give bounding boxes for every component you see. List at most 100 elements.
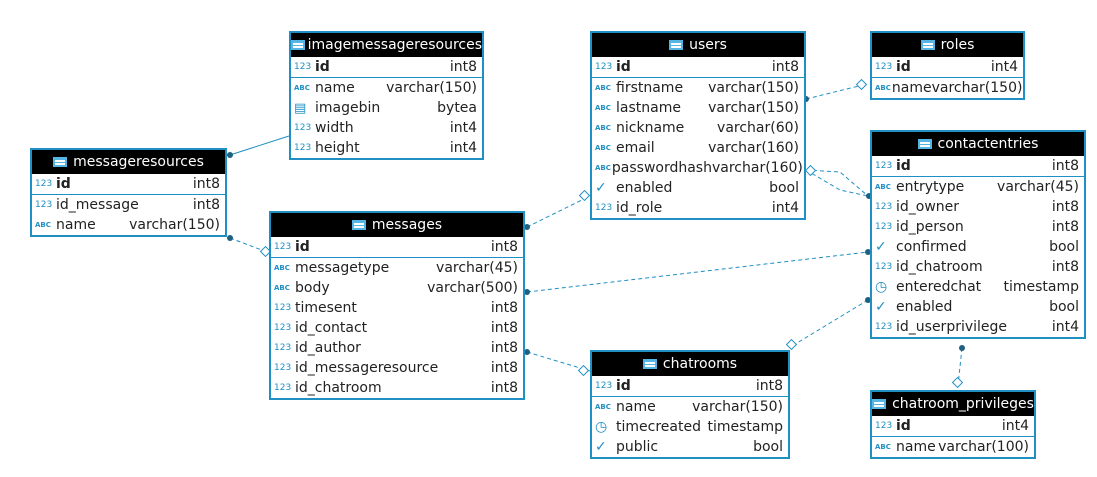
table-icon <box>917 139 932 149</box>
timestamp-type-icon: ◷ <box>595 419 608 435</box>
table-header[interactable]: chatroom_privileges <box>872 392 1034 416</box>
column-type: bytea <box>437 100 477 116</box>
binary-type-icon: ▤ <box>294 100 307 116</box>
table-header[interactable]: users <box>592 33 804 57</box>
column-type: varchar(45) <box>997 179 1079 195</box>
edge-users-roles <box>805 83 868 100</box>
table-header[interactable]: chatrooms <box>592 352 788 376</box>
column-type: int8 <box>1051 158 1079 174</box>
text-type-icon: ABC <box>875 183 891 191</box>
table-title: chatrooms <box>662 356 738 372</box>
edge-end-diamond <box>259 245 272 258</box>
numeric-type-icon: 123 <box>35 200 53 210</box>
column-name: messagetype <box>295 260 390 276</box>
column-name: lastname <box>616 100 681 116</box>
table-icon <box>291 40 305 50</box>
table-icon <box>920 40 935 50</box>
edge-messages-users <box>526 195 591 228</box>
edge-contactentries-chatrooms <box>791 299 869 347</box>
column-type: int8 <box>192 197 220 213</box>
column-name: id <box>315 59 330 75</box>
edge-end-dot <box>524 349 530 355</box>
numeric-type-icon: 123 <box>875 421 893 431</box>
table-title: users <box>689 37 727 53</box>
column-type: int8 <box>1051 219 1079 235</box>
edge-end-dot <box>959 345 965 351</box>
column-type: timestamp <box>707 419 783 435</box>
table-header[interactable]: contactentries <box>872 132 1084 156</box>
text-type-icon: ABC <box>35 221 51 229</box>
table-header[interactable]: messageresources <box>32 150 225 174</box>
table-header[interactable]: imagemessageresources <box>291 33 482 57</box>
text-type-icon: ABC <box>274 264 290 272</box>
text-type-icon: ABC <box>595 164 611 172</box>
column-name: id_userprivilege <box>896 319 1008 335</box>
column-name: id_chatroom <box>896 259 983 275</box>
text-type-icon: ABC <box>294 84 310 92</box>
edge-end-dot <box>524 224 530 230</box>
column-name: id <box>896 418 911 434</box>
table-header[interactable]: roles <box>872 33 1023 57</box>
column-name: id <box>896 158 911 174</box>
table-header[interactable]: messages <box>271 213 523 237</box>
edge-end-dot <box>865 249 871 255</box>
column-type: varchar(150) <box>692 399 783 415</box>
column-name: name <box>896 439 936 455</box>
column-name: public <box>616 439 659 455</box>
column-name: enabled <box>896 299 953 315</box>
boolean-type-icon: ✓ <box>595 439 607 455</box>
